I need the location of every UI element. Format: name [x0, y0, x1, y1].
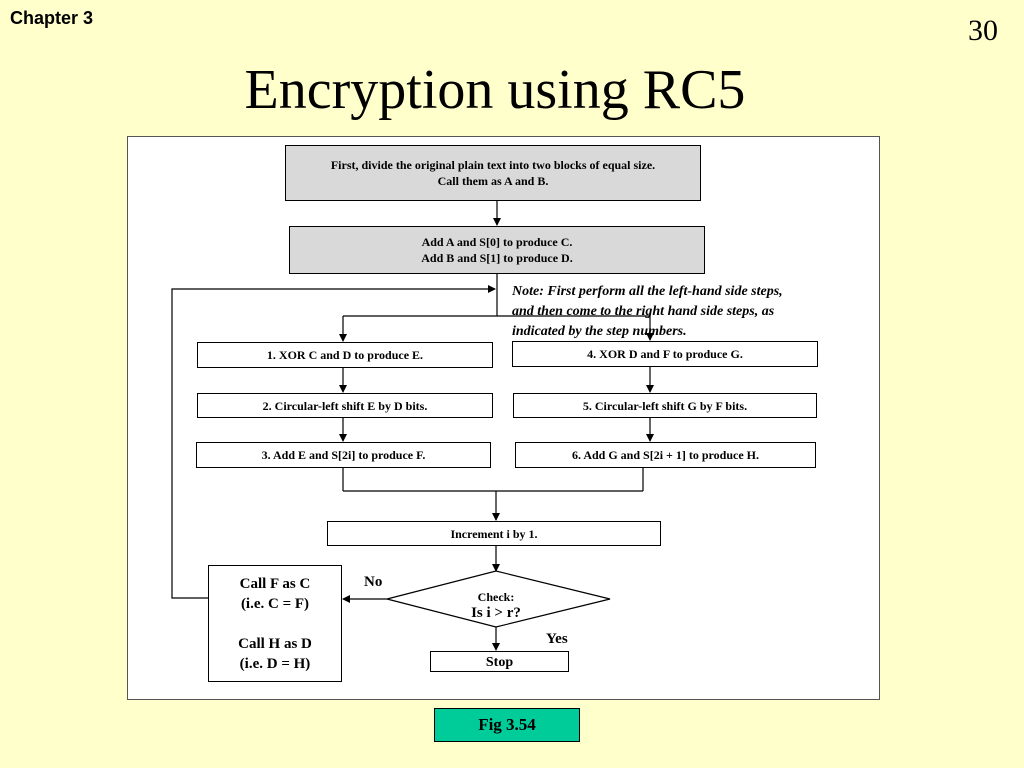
page-number: 30: [968, 14, 998, 47]
no-label: No: [364, 574, 383, 590]
chapter-label: Chapter 3: [10, 8, 94, 28]
call-line-3: Call H as D: [238, 635, 312, 652]
step-6-box: 6. Add G and S[2i + 1] to produce H.: [515, 442, 816, 468]
note-line-2: and then come to the right hand side ste…: [512, 304, 775, 319]
call-line-4: (i.e. D = H): [239, 655, 311, 672]
call-line-2: (i.e. C = F): [240, 595, 310, 612]
step-4-box: 4. XOR D and F to produce G.: [512, 341, 818, 367]
stop-box: Stop: [430, 651, 569, 672]
call-line-1: Call F as C: [239, 575, 311, 592]
divide-blocks-box: First, divide the original plain text in…: [285, 145, 701, 201]
check-label: Check:: [477, 590, 515, 604]
note-line-3: indicated by the step numbers.: [512, 324, 687, 339]
figure-caption: Fig 3.54: [434, 708, 580, 742]
divide-line-2: Call them as A and B.: [437, 174, 549, 188]
call-assign-box: Call F as C (i.e. C = F) Call H as D (i.…: [208, 565, 342, 682]
yes-label: Yes: [546, 631, 568, 647]
step-1-box: 1. XOR C and D to produce E.: [197, 342, 493, 368]
note-line-1: Note: First perform all the left-hand si…: [512, 284, 783, 299]
add-s-line-2: Add B and S[1] to produce D.: [421, 251, 573, 265]
check-diamond: [386, 570, 611, 628]
increment-box: Increment i by 1.: [327, 521, 661, 546]
step-3-box: 3. Add E and S[2i] to produce F.: [196, 442, 491, 468]
add-s-line-1: Add A and S[0] to produce C.: [421, 235, 573, 249]
divide-line-1: First, divide the original plain text in…: [330, 158, 656, 172]
add-s-keys-box: Add A and S[0] to produce C. Add B and S…: [289, 226, 705, 274]
step-5-box: 5. Circular-left shift G by F bits.: [513, 393, 817, 418]
step-2-box: 2. Circular-left shift E by D bits.: [197, 393, 493, 418]
arrow-loop-back: [171, 285, 496, 599]
step-order-note: Note: First perform all the left-hand si…: [512, 282, 862, 342]
check-condition: Is i > r?: [471, 605, 521, 621]
slide-title: Encryption using RC5: [244, 59, 746, 121]
